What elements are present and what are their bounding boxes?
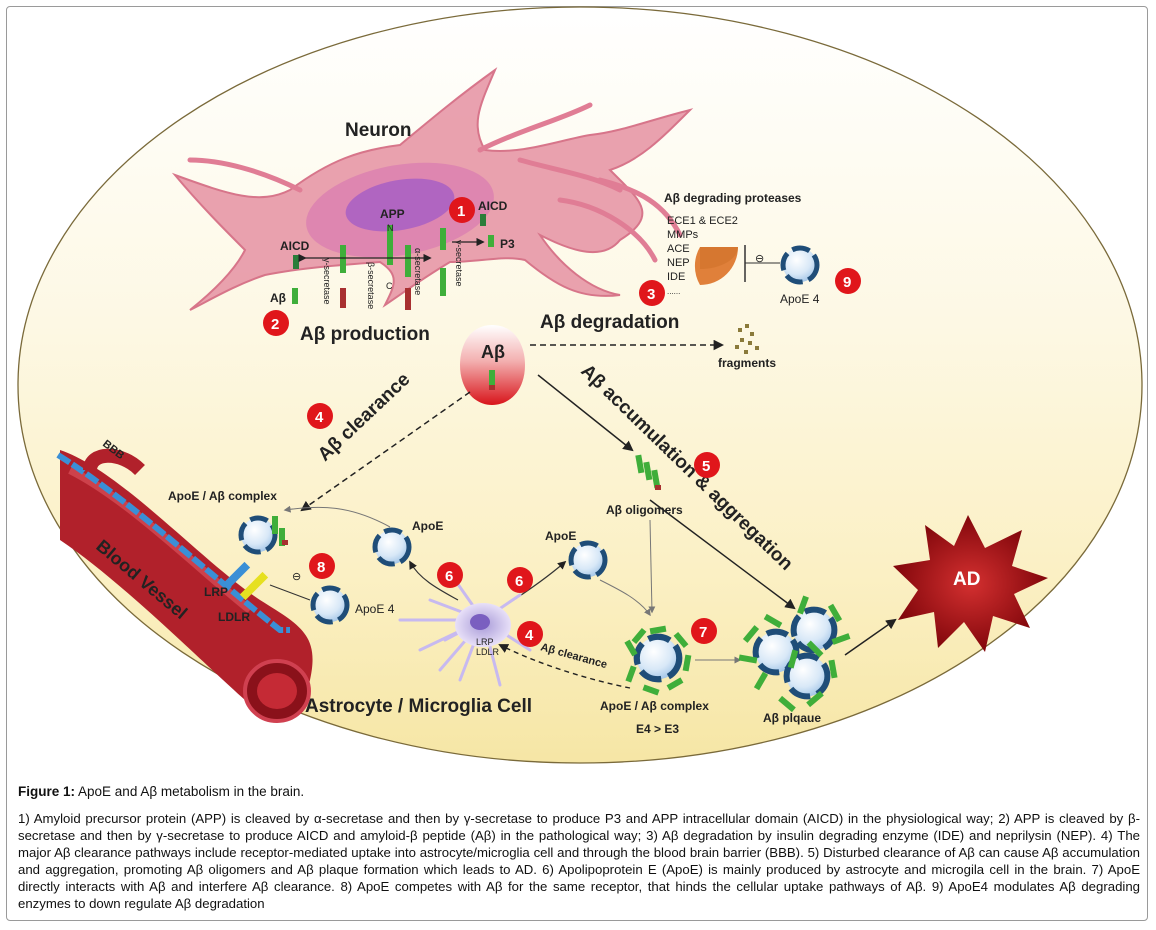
- apoe-abeta-diagram: Neuron APP N C AICD AICD P3 Aβ γ-secreta…: [17, 6, 1143, 764]
- svg-text:8: 8: [317, 559, 325, 576]
- fragments-label: fragments: [718, 356, 776, 370]
- protease-item: ECE1 & ECE2: [667, 215, 738, 227]
- svg-text:7: 7: [699, 624, 707, 641]
- protease-list: ECE1 & ECE2 MMPs ACE NEP IDE ......: [667, 215, 738, 296]
- apoe4-bottom-icon: [313, 588, 347, 622]
- svg-text:2: 2: [271, 316, 279, 333]
- ad-starburst-icon: [893, 515, 1048, 652]
- fragments-icon: [735, 324, 759, 354]
- apoe-abeta-complex-left-icon: [241, 518, 275, 552]
- abeta-central-label: Aβ: [481, 342, 505, 362]
- neuron-cell: [171, 67, 694, 311]
- app-c-terminal: C: [386, 281, 393, 291]
- badge-5: 5: [694, 452, 720, 478]
- abeta-central-icon: [460, 325, 525, 405]
- svg-text:6: 6: [515, 573, 523, 590]
- protease-item: ACE: [667, 243, 690, 255]
- inhibit-symbol-bottom: ⊖: [292, 571, 301, 583]
- apoe4-bottom-label: ApoE 4: [355, 602, 395, 616]
- protease-pie-icon: [694, 247, 738, 285]
- lrp-label: LRP: [204, 585, 228, 599]
- alpha-secretase-label: α-secretase: [413, 248, 423, 295]
- protease-item: NEP: [667, 257, 690, 269]
- badge-2: 2: [263, 310, 289, 336]
- badge-8: 8: [309, 553, 335, 579]
- badge-6-left: 6: [437, 562, 463, 588]
- badge-6-right: 6: [507, 567, 533, 593]
- apoe-left-icon: [375, 530, 409, 564]
- astrocyte-cell: [398, 578, 532, 687]
- badge-7: 7: [691, 618, 717, 644]
- app-n-terminal: N: [387, 223, 394, 233]
- caption-figure-number: Figure 1:: [18, 784, 76, 799]
- badge-1: 1: [449, 197, 475, 223]
- caption-title: Figure 1: ApoE and Aβ metabolism in the …: [18, 783, 1140, 800]
- apoe-left-label: ApoE: [412, 519, 443, 533]
- inhibit-symbol-top: ⊖: [755, 253, 764, 265]
- protease-item: ......: [667, 287, 680, 296]
- svg-text:4: 4: [525, 627, 534, 644]
- caption-title-text: ApoE and Aβ metabolism in the brain.: [75, 784, 305, 799]
- apoe4-top-icon: [783, 248, 817, 282]
- svg-text:6: 6: [445, 568, 453, 585]
- oligomers-label: Aβ oligomers: [606, 503, 683, 517]
- plaque-label: Aβ plqaue: [763, 711, 821, 725]
- aicd-left-label: AICD: [280, 239, 310, 253]
- badge-3: 3: [639, 280, 665, 306]
- complex-left-label: ApoE / Aβ complex: [168, 489, 277, 503]
- apoe-abeta-complex-bottom-icon: [624, 625, 692, 696]
- apoe-right-icon: [571, 543, 605, 577]
- badge-4-cell: 4: [517, 621, 543, 647]
- apoe-right-label: ApoE: [545, 529, 576, 543]
- beta-secretase-label: β-secretase: [366, 262, 376, 309]
- p3-label: P3: [500, 237, 515, 251]
- brain-background: [17, 6, 1143, 764]
- cell-ldlr-label: LDLR: [476, 647, 500, 657]
- svg-text:4: 4: [315, 409, 324, 426]
- svg-text:5: 5: [702, 458, 710, 475]
- abeta-plaque-icon: [738, 595, 851, 713]
- apoe4-top-label: ApoE 4: [780, 292, 820, 306]
- gamma-secretase-left: γ-secretase: [322, 258, 332, 305]
- protease-item: IDE: [667, 271, 685, 283]
- svg-text:9: 9: [843, 274, 851, 291]
- ad-label: AD: [953, 569, 980, 590]
- step-badges: 1 2 3 9 4 5 8 6 6 4 7: [263, 197, 861, 647]
- astrocyte-title: Astrocyte / Microglia Cell: [305, 696, 532, 717]
- e4-e3-label: E4 > E3: [636, 722, 679, 736]
- proteases-title: Aβ degrading proteases: [664, 191, 802, 205]
- abeta-small-label: Aβ: [270, 291, 286, 305]
- svg-text:3: 3: [647, 286, 655, 303]
- blood-vessel: [56, 448, 313, 723]
- caption-body: 1) Amyloid precursor protein (APP) is cl…: [18, 811, 1140, 911]
- gamma-secretase-right: γ-secretase: [454, 240, 464, 287]
- production-title: Aβ production: [300, 324, 430, 345]
- oligomers-icon: [635, 454, 661, 490]
- aicd-right-label: AICD: [478, 199, 508, 213]
- complex-bottom-label: ApoE / Aβ complex: [600, 699, 709, 713]
- svg-text:1: 1: [457, 203, 465, 220]
- badge-4-clearance: 4: [307, 403, 333, 429]
- neuron-title: Neuron: [345, 120, 412, 141]
- cell-lrp-label: LRP: [476, 637, 494, 647]
- ldlr-label: LDLR: [218, 610, 250, 624]
- figure-caption: Figure 1: ApoE and Aβ metabolism in the …: [18, 783, 1140, 912]
- badge-9: 9: [835, 268, 861, 294]
- protease-item: MMPs: [667, 229, 699, 241]
- app-label: APP: [380, 207, 405, 221]
- degradation-title: Aβ degradation: [540, 312, 679, 333]
